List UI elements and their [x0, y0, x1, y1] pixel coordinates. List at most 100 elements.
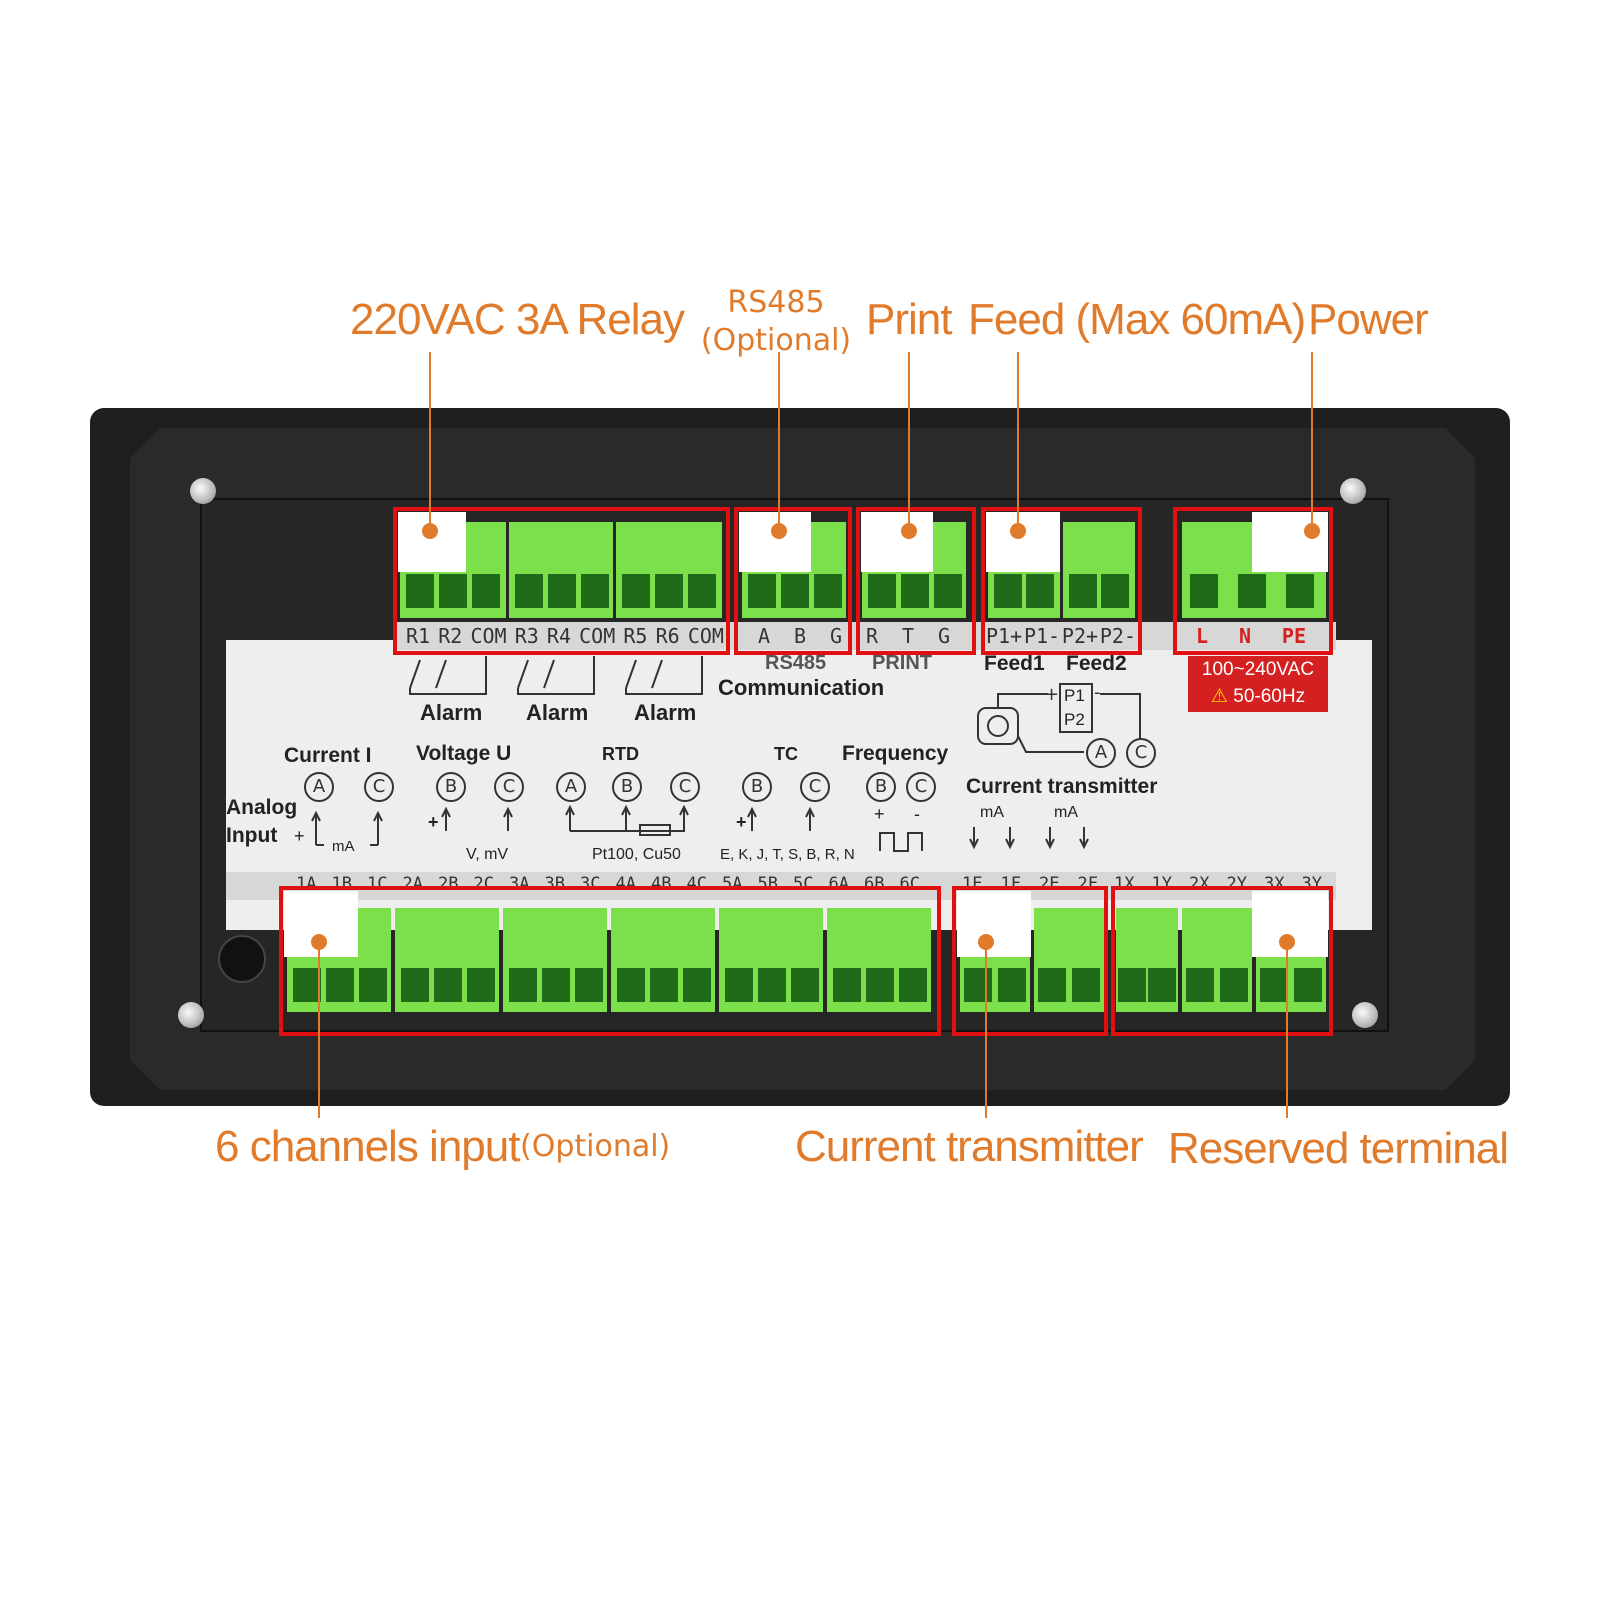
callout-print: Print	[866, 295, 952, 344]
relay-highlight-box	[393, 507, 730, 655]
power-warning-badge: 100~240VAC ⚠ 50-60Hz	[1188, 656, 1328, 712]
print-marker	[861, 512, 933, 572]
callout-rs485: RS485 (Optional)	[696, 284, 856, 360]
callout-input-optional: (Optional)	[520, 1129, 671, 1164]
transmitter-terminal-block-2	[1034, 908, 1104, 1012]
callout-relay: 220VAC 3A Relay	[350, 295, 685, 344]
reserved-terminal-block-2	[1182, 908, 1252, 1012]
tc-types-label: E, K, J, T, S, B, R, N	[720, 846, 855, 863]
svg-text:-: -	[1094, 682, 1101, 703]
circle-a-feed: A	[1086, 738, 1116, 768]
circle-b-frequency: B	[866, 772, 896, 802]
power-dot	[1304, 523, 1320, 539]
voltage-label: Voltage U	[416, 742, 512, 765]
input-terminal-block-3	[503, 908, 607, 1012]
transmitter-leader-line	[985, 942, 987, 1118]
print-dot	[901, 523, 917, 539]
frequency-label: Frequency	[842, 742, 949, 765]
screw-top-right	[1340, 478, 1366, 504]
alarm-label-1: Alarm	[420, 700, 483, 725]
analog-label: Analog	[226, 796, 298, 819]
current-label: Current I	[284, 744, 372, 767]
input-terminal-block-6	[827, 908, 931, 1012]
screw-bottom-right	[1352, 1002, 1378, 1028]
warning-icon: ⚠	[1210, 686, 1228, 707]
alarm-label-2: Alarm	[526, 700, 589, 725]
power-voltage: 100~240VAC	[1201, 659, 1315, 680]
relay-terminal-block-2	[509, 522, 613, 618]
print-label: PRINT	[872, 652, 932, 674]
top-terminal-strip	[396, 622, 1336, 650]
feed-dot	[1010, 523, 1026, 539]
screw-top-left	[190, 478, 216, 504]
feed2-terminal-block	[1063, 522, 1135, 618]
circle-b-rtd: B	[612, 772, 642, 802]
circle-c-feed: C	[1126, 738, 1156, 768]
callout-power: Power	[1308, 295, 1429, 344]
callout-reserved: Reserved terminal	[1168, 1124, 1509, 1173]
current-transmitter-label: Current transmitter	[966, 775, 1158, 798]
feed-highlight-box	[981, 507, 1142, 655]
svg-text:+: +	[1044, 684, 1059, 705]
rs485-label: RS485	[765, 652, 827, 674]
input-dot	[311, 934, 327, 950]
print-leader-line	[908, 352, 910, 530]
reserved-terminal-block-1	[1116, 908, 1178, 1012]
reserved-dot	[1279, 934, 1295, 950]
relay-marker	[398, 512, 466, 572]
callout-current-transmitter: Current transmitter	[795, 1122, 1144, 1171]
rs485-highlight-box	[734, 507, 852, 655]
p2-label: P2	[1064, 710, 1085, 729]
input-label: Input	[226, 824, 278, 847]
feed-terminal-labels: P1+P1-P2+P2-	[986, 624, 1136, 648]
relay-switch-symbols	[409, 656, 703, 695]
input-terminal-block-2	[395, 908, 499, 1012]
circle-c-frequency: C	[906, 772, 936, 802]
reserved-leader-line	[1286, 942, 1288, 1118]
power-leader-line	[1311, 352, 1313, 530]
print-highlight-box	[856, 507, 976, 655]
rs485-marker	[739, 512, 811, 572]
feed-leader-line	[1017, 352, 1019, 530]
transmitter-dot	[978, 934, 994, 950]
circle-c-current: C	[364, 772, 394, 802]
ma-label-current: mA	[332, 838, 355, 855]
tc-label: TC	[774, 744, 798, 764]
feed2-label: Feed2	[1066, 652, 1127, 675]
p1-label: P1	[1064, 686, 1085, 705]
input-terminal-block-4	[611, 908, 715, 1012]
circle-a-rtd: A	[556, 772, 586, 802]
circle-b-tc: B	[742, 772, 772, 802]
relay-dot	[422, 523, 438, 539]
power-freq-row: ⚠ 50-60Hz	[1188, 683, 1328, 710]
alarm-label-3: Alarm	[634, 700, 697, 725]
callout-rs485-title: RS485	[727, 285, 825, 320]
communication-label: Communication	[718, 675, 885, 700]
minus-sign-frequency: -	[914, 804, 920, 824]
rs485-leader-line	[778, 352, 780, 530]
plus-sign-tc: +	[736, 812, 747, 832]
callout-rs485-optional: (Optional)	[700, 323, 852, 358]
rtd-label: RTD	[602, 744, 639, 764]
input-wiring-symbols	[311, 805, 1089, 852]
feed-wiring-diagram: + -	[977, 682, 1141, 753]
feed1-label: Feed1	[984, 652, 1045, 675]
input-highlight-box	[279, 886, 941, 1036]
relay-terminal-block-3	[616, 522, 722, 618]
screw-bottom-left	[178, 1002, 204, 1028]
circle-c-tc: C	[800, 772, 830, 802]
reserved-highlight-box	[1111, 886, 1333, 1036]
pt100-label: Pt100, Cu50	[592, 846, 681, 863]
input-terminal-block-5	[719, 908, 823, 1012]
input-leader-line	[318, 942, 320, 1118]
vmv-label: V, mV	[466, 846, 509, 863]
ma-label-ct2: mA	[1054, 804, 1078, 821]
circle-c-voltage: C	[494, 772, 524, 802]
plus-sign-voltage: +	[428, 812, 439, 832]
power-frequency: 50-60Hz	[1233, 686, 1306, 707]
transmitter-highlight-box	[952, 886, 1108, 1036]
callout-input: 6 channels input	[215, 1122, 520, 1171]
plus-sign-frequency: +	[874, 804, 885, 824]
feed-marker	[986, 512, 1060, 572]
